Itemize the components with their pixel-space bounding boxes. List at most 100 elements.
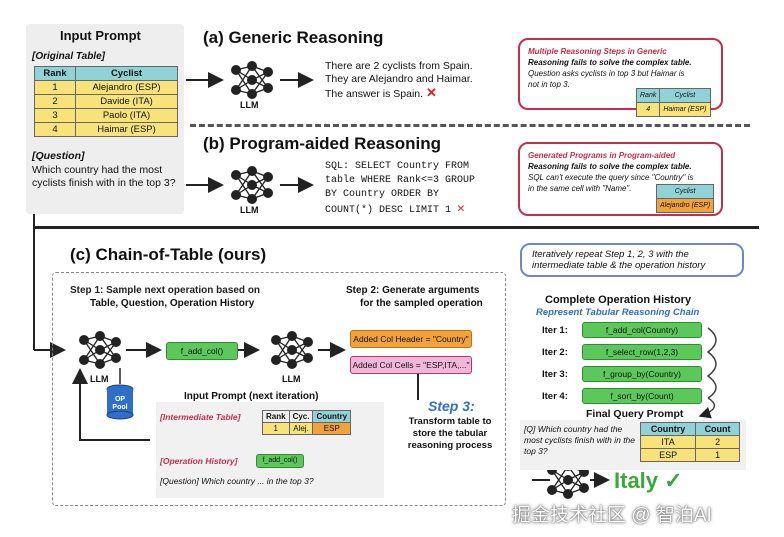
question-text: Which country had the most cyclists fini… <box>32 164 176 189</box>
table-cell: 3 <box>33 108 77 123</box>
checkmark-icon: ✓ <box>664 468 683 493</box>
callout-line: Question asks cyclists in top 3 but Haim… <box>528 69 685 78</box>
step1-line: Step 1: Sample next operation based on <box>70 285 261 296</box>
iter-pill: f_add_col(Country) <box>582 322 702 338</box>
sql-line: SQL: SELECT Country FROM <box>325 161 470 172</box>
llm-label-a: LLM <box>240 100 259 110</box>
table-header: Cyc. <box>288 410 314 423</box>
callout-line: Reasoning fails to solve the complex tab… <box>528 58 692 67</box>
x-mark-icon: ✕ <box>425 85 437 100</box>
op-pool-label: Pool <box>112 404 128 411</box>
sql-line: COUNT(*) DESC LIMIT 1 <box>325 205 452 216</box>
next-prompt-title: Input Prompt (next iteration) <box>184 391 319 402</box>
callout-line: not in top 3. <box>528 80 570 89</box>
iter-pill: f_select_row(1,2,3) <box>582 344 702 360</box>
table-header: Cyclist <box>75 66 178 81</box>
table-header: Rank <box>262 410 290 423</box>
table-header: Count <box>695 422 740 436</box>
table-cell: ITA <box>639 435 697 449</box>
llm-icon-b <box>230 165 274 205</box>
final-answer: Italy ✓ <box>614 468 683 494</box>
final-title: Final Query Prompt <box>586 408 684 420</box>
table-cell: Paolo (ITA) <box>75 108 178 123</box>
original-table-label: [Original Table] <box>32 51 105 62</box>
callout-table: Cyclist Alejandro (ESP) <box>655 184 715 213</box>
callout-program: Generated Programs in Program-aided Reas… <box>518 142 723 216</box>
op-history-label: [Operation History] <box>160 456 238 466</box>
callout-line: in the same cell with "Name". <box>528 184 632 193</box>
answer-line: The answer is Spain. <box>325 88 424 100</box>
x-mark-icon: ✕ <box>457 201 465 216</box>
callout-line: SQL can't execute the query since "Count… <box>528 173 694 182</box>
step2-desc: Step 2: Generate arguments for the sampl… <box>346 284 483 310</box>
step2-line: Step 2: Generate arguments <box>346 285 480 296</box>
divider-a-b <box>190 124 750 127</box>
section-a-title: (a) Generic Reasoning <box>203 28 384 47</box>
history-subtitle: Represent Tabular Reasoning Chain <box>536 307 700 318</box>
table-header: Country <box>312 410 352 423</box>
intermediate-label: [Intermediate Table] <box>160 412 241 422</box>
answer-line: There are 2 cyclists from Spain. <box>325 60 473 72</box>
table-cell: Alejandro (ESP) <box>75 80 178 95</box>
input-prompt-title: Input Prompt <box>60 28 141 43</box>
table-cell: 1 <box>33 80 77 95</box>
callout-line: Reasoning fails to solve the complex tab… <box>528 162 692 171</box>
sql-program: SQL: SELECT Country FROM table WHERE Ran… <box>325 160 475 218</box>
final-table: Country Count ITA 2 ESP 1 <box>639 422 740 462</box>
divider-b-c <box>34 226 759 229</box>
table-cell: ESP <box>312 422 352 435</box>
chain-of-table-box <box>52 272 506 506</box>
callout-generic: Multiple Reasoning Steps in Generic Reas… <box>518 38 723 117</box>
input-prompt-panel: Input Prompt [Original Table] Rank Cycli… <box>26 24 184 214</box>
callout-line: Generated Programs in Program-aided <box>528 151 676 160</box>
table-cell: 2 <box>695 435 740 449</box>
table-cell: Davide (ITA) <box>75 94 178 109</box>
callout-line: Multiple Reasoning Steps in Generic <box>528 47 667 56</box>
table-cell: Haimar (ESP) <box>75 122 178 137</box>
answer-text: Italy <box>614 468 659 493</box>
step3-desc: Transform table to store the tabular rea… <box>398 416 502 452</box>
table-cell: 4 <box>33 122 77 137</box>
step1-line: Table, Question, Operation History <box>90 298 255 309</box>
arg-cells-pill: Added Col Cells = "ESP,ITA,..." <box>350 356 472 374</box>
llm-label-c1: LLM <box>90 374 109 384</box>
step2-line: for the sampled operation <box>360 298 483 309</box>
step1-desc: Step 1: Sample next operation based on T… <box>70 284 260 310</box>
llm-icon-a <box>230 60 274 100</box>
table-cell: Haimar (ESP) <box>659 102 711 117</box>
iter-pill: f_group_by(Country) <box>582 366 702 382</box>
table-header: Rank <box>635 88 661 103</box>
step3-line: Transform table to <box>408 416 492 427</box>
table-cell: Alej. <box>288 422 314 435</box>
table-header: Country <box>639 422 697 436</box>
sql-line: table WHERE Rank<=3 GROUP <box>325 175 476 186</box>
generic-answer: There are 2 cyclists from Spain. They ar… <box>325 60 473 101</box>
step3-line: reasoning process <box>407 440 493 451</box>
table-header: Cyclist <box>659 88 711 103</box>
section-b-title: (b) Program-aided Reasoning <box>203 134 442 153</box>
step3-title: Step 3: <box>428 398 475 414</box>
history-title: Complete Operation History <box>545 294 692 306</box>
table-cell: Cyclist <box>655 184 715 199</box>
final-question: [Q] Which country had the most cyclists … <box>524 424 636 456</box>
table-cell: 4 <box>635 102 661 117</box>
llm-label-b: LLM <box>240 205 259 215</box>
table-cell: ESP <box>639 448 697 462</box>
watermark: 掘金技术社区 @ 智泊AI <box>512 505 712 526</box>
table-header: Rank <box>33 66 77 81</box>
iter-label: Iter 4: <box>542 391 568 402</box>
answer-line: They are Alejandro and Haimar. <box>325 73 473 85</box>
iter-label: Iter 2: <box>542 347 568 358</box>
sql-line: BY Country ORDER BY <box>325 189 440 200</box>
op-pool-label: OP <box>114 396 126 403</box>
question-label: [Question] <box>32 150 85 162</box>
section-c-title: (c) Chain-of-Table (ours) <box>70 245 267 264</box>
step3-line: store the tabular <box>412 428 488 439</box>
table-cell: 1 <box>262 422 290 435</box>
op-history-pill: f_add_col() <box>256 454 304 468</box>
iter-label: Iter 3: <box>542 369 568 380</box>
iter-pill: f_sort_by(Count) <box>582 388 702 404</box>
